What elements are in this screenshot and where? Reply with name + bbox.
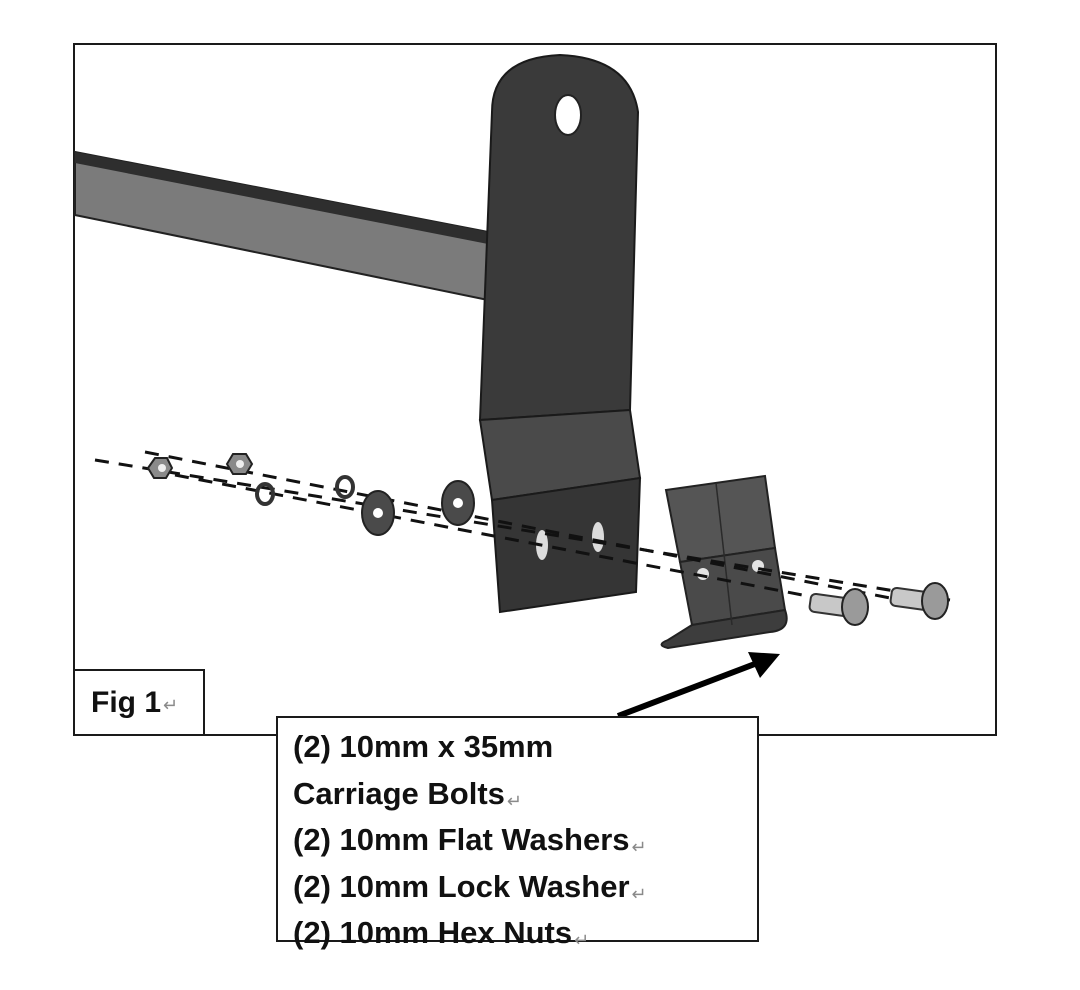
paragraph-mark-icon: ↵: [574, 930, 590, 950]
paragraph-mark-icon: ↵: [506, 790, 522, 811]
callout-line: (2) 10mm Flat Washers↵: [293, 822, 647, 857]
callout-line: Carriage Bolts↵: [293, 775, 522, 811]
carriage-bolts: [808, 582, 949, 626]
crossbar: [74, 150, 489, 302]
paragraph-mark-icon: ↵: [163, 695, 179, 715]
bracket-top-hole: [554, 94, 582, 136]
callout-arrow: [616, 652, 780, 719]
lock-washers: [255, 475, 355, 506]
figure-label-text: Fig 1: [91, 685, 162, 719]
hardware-callout-box: (2) 10mm x 35mm Carriage Bolts↵ (2) 10mm…: [276, 716, 759, 950]
assembly-lines: [94, 450, 951, 608]
flat-washers: [361, 480, 475, 536]
callout-line: (2) 10mm Lock Washer↵: [293, 868, 647, 904]
callout-line: (2) 10mm x 35mm: [293, 729, 554, 764]
callout-line: (2) 10mm Hex Nuts↵: [293, 915, 590, 950]
mounting-bracket: [478, 53, 642, 614]
paragraph-mark-icon: ↵: [631, 883, 647, 904]
hex-nuts: [146, 453, 254, 479]
figure-label: Fig 1↵: [73, 669, 205, 736]
paragraph-mark-icon: ↵: [631, 837, 647, 857]
